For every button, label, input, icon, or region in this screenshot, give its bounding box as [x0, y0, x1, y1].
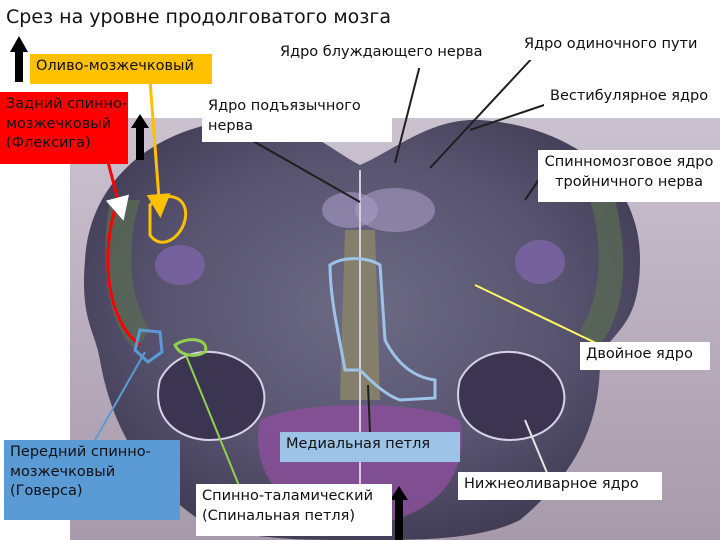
- label-trigeminal-spinal-nucleus: Спинномозговое ядро тройничного нерва: [538, 150, 720, 202]
- up-arrow-icon: [10, 36, 28, 82]
- page-title: Срез на уровне продолговатого мозга: [6, 6, 392, 28]
- label-hypoglossal-nucleus: Ядро подъязычного нерва: [202, 94, 392, 142]
- up-arrow-icon: [131, 114, 149, 160]
- anterior-tract-outline: [133, 328, 164, 364]
- inferior-olive-left: [157, 350, 266, 442]
- label-posterior-spinocerebellar: Задний спинно- мозжечковый (Флексига): [0, 92, 128, 164]
- hypoglossal-region: [322, 192, 378, 228]
- label-olivo-cerebellar: Оливо-мозжечковый: [30, 54, 212, 84]
- label-nucleus-ambiguus: Двойное ядро: [580, 342, 710, 370]
- label-spinothalamic: Спинно-таламический (Спинальная петля): [196, 484, 392, 536]
- label-inferior-olivary-nucleus: Нижнеоливарное ядро: [458, 472, 662, 500]
- medial-lemniscus-outline: [328, 257, 437, 402]
- label-anterior-spinocerebellar: Передний спинно- мозжечковый (Говерса): [4, 440, 180, 520]
- inferior-olive-right: [457, 350, 566, 442]
- spinothalamic-outline: [173, 338, 208, 357]
- label-medial-lemniscus: Медиальная петля: [280, 432, 460, 462]
- label-vestibular-nucleus: Вестибулярное ядро: [544, 84, 720, 112]
- label-solitary-nucleus: Ядро одиночного пути: [518, 32, 720, 60]
- label-vagus-nucleus: Ядро блуждающего нерва: [274, 40, 510, 68]
- vagal-nucleus-region: [355, 188, 435, 232]
- up-arrow-icon: [390, 486, 408, 540]
